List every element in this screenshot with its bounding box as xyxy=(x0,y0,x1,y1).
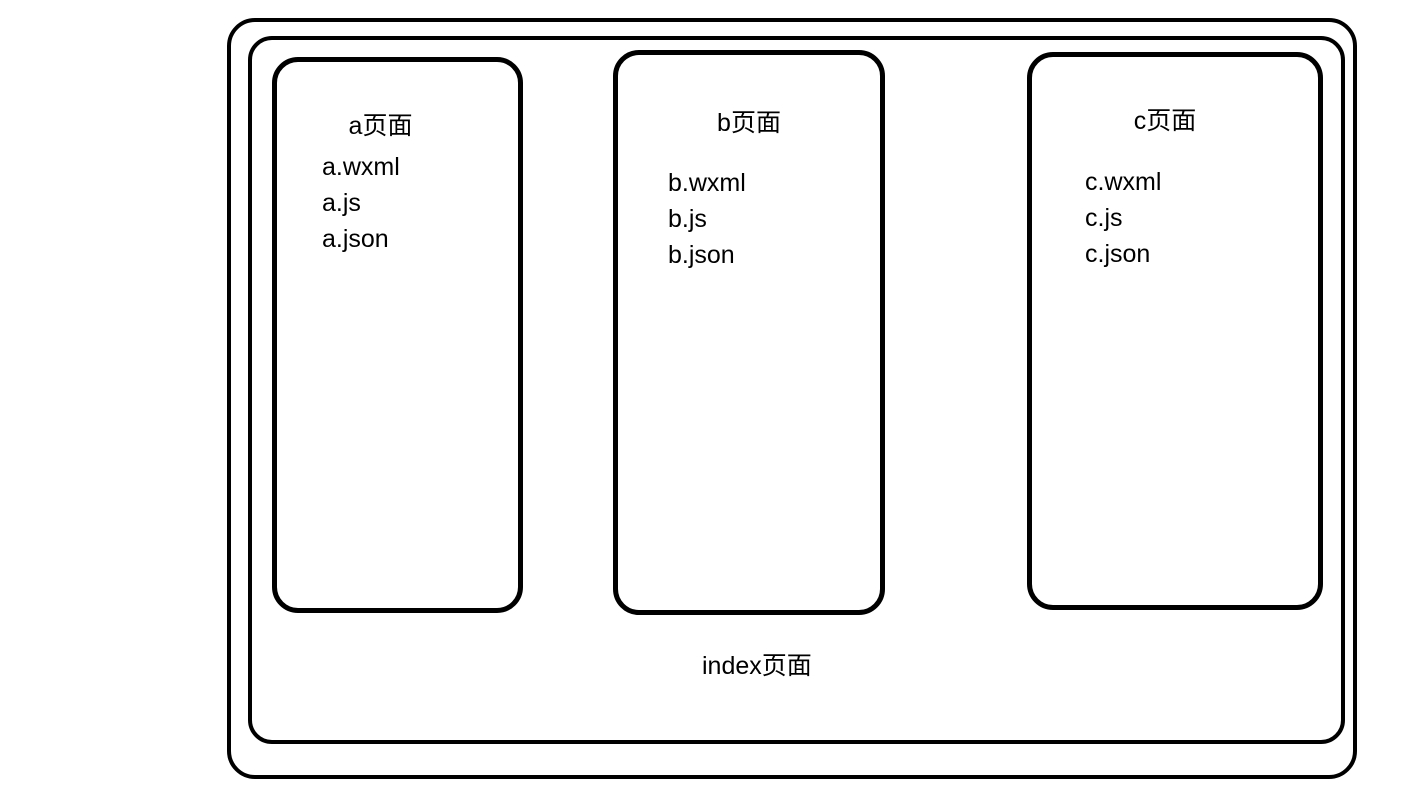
page-b-title: b页面 xyxy=(717,109,781,137)
page-box-a: a页面 a.wxml a.js a.json xyxy=(272,57,523,613)
page-b-file-list: b.wxml b.js b.json xyxy=(668,165,746,273)
page-a-file-list: a.wxml a.js a.json xyxy=(322,149,400,257)
index-page-label: index页面 xyxy=(702,652,812,680)
file-item-c-wxml: c.wxml xyxy=(1085,168,1162,196)
file-item-b-wxml: b.wxml xyxy=(668,169,746,197)
page-box-b: b页面 b.wxml b.js b.json xyxy=(613,50,885,615)
page-box-c: c页面 c.wxml c.js c.json xyxy=(1027,52,1323,610)
file-item-b-js: b.js xyxy=(668,205,707,233)
index-page-frame: a页面 a.wxml a.js a.json b页面 b.wxml b.js b… xyxy=(248,36,1345,744)
app-outer-frame: a页面 a.wxml a.js a.json b页面 b.wxml b.js b… xyxy=(227,18,1357,779)
file-item-b-json: b.json xyxy=(668,241,735,269)
file-item-a-wxml: a.wxml xyxy=(322,153,400,181)
file-item-a-json: a.json xyxy=(322,225,389,253)
file-item-a-js: a.js xyxy=(322,189,361,217)
page-a-title: a页面 xyxy=(348,112,413,140)
file-item-c-json: c.json xyxy=(1085,240,1151,268)
page-c-title: c页面 xyxy=(1133,107,1197,135)
page-c-file-list: c.wxml c.js c.json xyxy=(1085,164,1161,272)
file-item-c-js: c.js xyxy=(1085,204,1123,232)
